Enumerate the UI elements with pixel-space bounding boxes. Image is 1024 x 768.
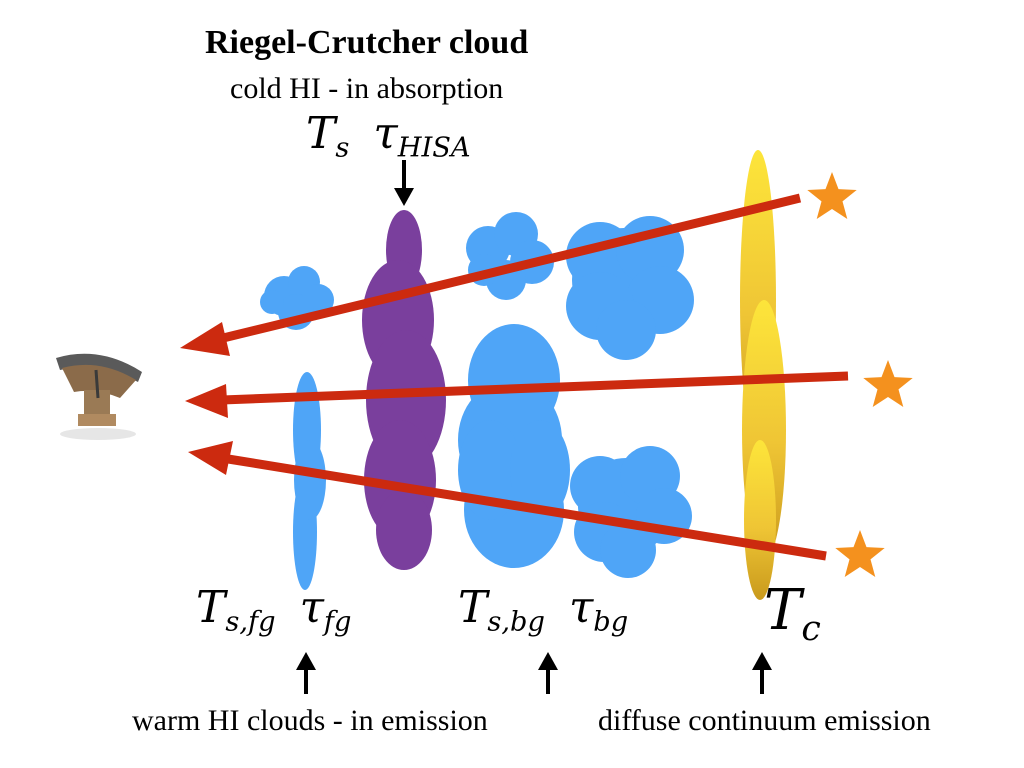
tsbg-subscript: s,bg <box>487 606 545 638</box>
warm-clouds-label: warm HI clouds - in emission <box>132 704 488 737</box>
star-icon <box>863 360 913 407</box>
tau-fg-symbol: τ <box>299 582 324 633</box>
sightline-bottom <box>188 441 827 561</box>
tau-hisa-symbol: τ <box>373 108 398 159</box>
diagram-subtitle: cold HI - in absorption <box>230 72 504 105</box>
continuum-symbol: Tc <box>764 578 821 649</box>
tau-bg-symbol: τ <box>568 582 594 633</box>
warm-cloud-background <box>458 324 570 568</box>
star-icon <box>835 530 885 577</box>
foreground-symbols: Ts,fg τfg <box>196 582 351 638</box>
warm-cloud-foreground <box>293 372 326 590</box>
ts-subscript: s <box>335 132 350 164</box>
tc-subscript: c <box>801 609 821 650</box>
stars <box>807 172 913 577</box>
down-arrow-icon <box>394 160 414 206</box>
warm-cloud-large <box>566 216 694 360</box>
tau-bg-subscript: bg <box>593 606 629 638</box>
diffuse-continuum-label: diffuse continuum emission <box>598 704 931 737</box>
background-symbols: Ts,bg τbg <box>458 582 628 638</box>
tsfg-symbol: T <box>196 582 226 633</box>
tc-symbol: T <box>764 578 802 643</box>
sightline-middle <box>185 371 849 418</box>
cold-hisa-cloud <box>362 210 446 570</box>
warm-cloud-upper-middle <box>466 212 554 300</box>
warm-cloud-lower-right <box>570 446 692 578</box>
tau-fg-subscript: fg <box>323 606 352 638</box>
radio-telescope-icon <box>56 353 142 440</box>
sightline-top <box>180 193 802 356</box>
hisa-symbols: Ts τHISA <box>306 108 471 164</box>
ts-symbol: T <box>306 108 336 159</box>
up-arrow-icon <box>538 652 558 694</box>
warm-cloud-small <box>260 266 334 330</box>
diagram-title: Riegel-Crutcher cloud <box>205 24 529 61</box>
star-icon <box>807 172 857 219</box>
up-arrow-icon <box>296 652 316 694</box>
up-arrow-icon <box>752 652 772 694</box>
tsbg-symbol: T <box>458 582 488 633</box>
tau-hisa-subscript: HISA <box>397 132 471 164</box>
tsfg-subscript: s,fg <box>225 606 276 638</box>
